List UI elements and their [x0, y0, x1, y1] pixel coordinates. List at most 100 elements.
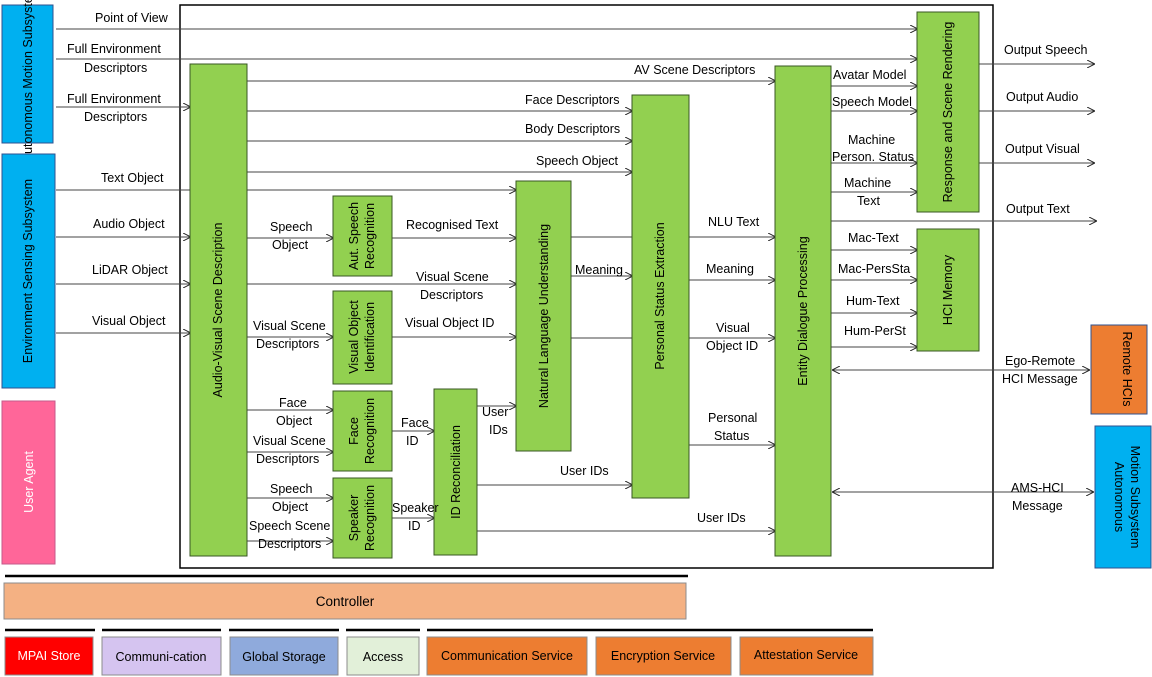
module-edp-label: Entity Dialogue Processing: [796, 236, 810, 385]
access-block[interactable]: Access: [346, 636, 420, 676]
module-speaker-rec[interactable]: Speaker Recognition: [332, 477, 393, 559]
module-id-rec[interactable]: ID Reconciliation: [433, 388, 478, 556]
label-user-ids-nlu-a: User: [482, 405, 508, 419]
label-visual-scene-desc2-b: Descriptors: [256, 337, 319, 351]
input-full-env-1b: Descriptors: [84, 61, 147, 75]
module-id-rec-label: ID Reconciliation: [449, 425, 463, 519]
global-storage-label: Global Storage: [242, 650, 325, 664]
label-machine-text-b: Text: [857, 194, 880, 208]
module-avsd[interactable]: Audio-Visual Scene Description: [189, 63, 248, 557]
module-hci-memory-label: HCI Memory: [941, 254, 955, 325]
input-full-env-2a: Full Environment: [67, 92, 161, 106]
input-full-env-1a: Full Environment: [67, 42, 161, 56]
label-machine-ps-b: Person. Status: [832, 150, 914, 164]
encryption-service-block[interactable]: Encryption Service: [595, 636, 732, 676]
module-edp[interactable]: Entity Dialogue Processing: [774, 65, 832, 557]
label-speech-object-asr-a: Speech: [270, 220, 312, 234]
label-ego-remote-b: HCI Message: [1002, 372, 1078, 386]
label-output-speech: Output Speech: [1004, 43, 1087, 57]
label-machine-text-a: Machine: [844, 176, 891, 190]
encryption-service-label: Encryption Service: [611, 649, 715, 663]
module-rsr[interactable]: Response and Scene Rendering: [916, 11, 980, 213]
communication-label: Communi-cation: [115, 650, 206, 664]
user-agent-block[interactable]: User Agent: [1, 400, 56, 565]
module-pse[interactable]: Personal Status Extraction: [631, 94, 690, 499]
remote-hcis-block[interactable]: Remote HCIs: [1090, 324, 1148, 415]
label-face-object-b: Object: [276, 414, 313, 428]
module-asr-label-1: Aut. Speech: [347, 202, 361, 270]
module-voi-label-1: Visual Object: [347, 300, 361, 374]
module-asr-label-2: Recognition: [363, 203, 377, 269]
module-face-rec-label-1: Face: [347, 417, 361, 445]
controller-label: Controller: [316, 594, 375, 609]
label-hum-text: Hum-Text: [846, 294, 900, 308]
ams-left-label: Autonomous Motion Subsystem: [21, 0, 35, 162]
label-output-audio: Output Audio: [1006, 90, 1078, 104]
global-storage-block[interactable]: Global Storage: [229, 636, 339, 676]
communication-block[interactable]: Communi-cation: [101, 636, 222, 676]
access-label: Access: [363, 650, 403, 664]
label-recognised-text: Recognised Text: [406, 218, 499, 232]
label-visual-scene-desc3-b: Descriptors: [256, 452, 319, 466]
label-personal-status-a: Personal: [708, 411, 757, 425]
input-text-object: Text Object: [101, 171, 164, 185]
label-speech-scene-desc-a: Speech Scene: [249, 519, 330, 533]
label-face-object-a: Face: [279, 396, 307, 410]
module-nlu-label: Natural Language Understanding: [537, 224, 551, 408]
label-face-id-a: Face: [401, 416, 429, 430]
mpai-store-label: MPAI Store: [18, 649, 81, 663]
communication-service-block[interactable]: Communication Service: [426, 636, 588, 676]
module-asr[interactable]: Aut. Speech Recognition: [332, 195, 393, 277]
mpai-store-block[interactable]: MPAI Store: [4, 636, 94, 676]
controller-block[interactable]: Controller: [3, 582, 687, 620]
module-face-rec-label-2: Recognition: [363, 398, 377, 464]
label-visual-scene-desc2-a: Visual Scene: [253, 319, 326, 333]
module-voi[interactable]: Visual Object Identification: [332, 290, 393, 385]
label-speaker-id-b: ID: [408, 519, 421, 533]
label-speaker-id-a: Speaker: [392, 501, 439, 515]
module-rsr-label: Response and Scene Rendering: [941, 22, 955, 203]
connectors: [56, 29, 1096, 541]
input-point-of-view: Point of View: [95, 11, 169, 25]
label-face-id-b: ID: [406, 434, 419, 448]
ess-block[interactable]: Environment Sensing Subsystem: [1, 153, 56, 389]
label-user-ids-nlu-b: IDs: [489, 423, 508, 437]
label-visual-scene-desc-a: Visual Scene: [416, 270, 489, 284]
module-face-rec[interactable]: Face Recognition: [332, 390, 393, 472]
module-nlu[interactable]: Natural Language Understanding: [515, 180, 572, 452]
label-visual-scene-desc3-a: Visual Scene: [253, 434, 326, 448]
label-meaning2: Meaning: [706, 262, 754, 276]
label-speech-object2-b: Object: [272, 500, 309, 514]
ams-left-block[interactable]: Autonomous Motion Subsystem: [1, 0, 54, 162]
label-speech-object-asr-b: Object: [272, 238, 309, 252]
label-visual-object-id: Visual Object ID: [405, 316, 494, 330]
label-hum-perst: Hum-PerSt: [844, 324, 906, 338]
ams-right-label-1: Autonomous: [1112, 462, 1126, 532]
attestation-service-block[interactable]: Attestation Service: [739, 636, 874, 676]
label-output-visual: Output Visual: [1005, 142, 1080, 156]
remote-hcis-label: Remote HCIs: [1120, 331, 1134, 406]
label-nlu-text: NLU Text: [708, 215, 760, 229]
label-speech-object2-a: Speech: [270, 482, 312, 496]
module-hci-memory[interactable]: HCI Memory: [916, 228, 980, 352]
label-av-scene-descriptors: AV Scene Descriptors: [634, 63, 755, 77]
module-speaker-rec-label-2: Recognition: [363, 485, 377, 551]
label-speech-model: Speech Model: [832, 95, 912, 109]
label-visual-object-id2-b: Object ID: [706, 339, 758, 353]
label-personal-status-b: Status: [714, 429, 749, 443]
label-output-text: Output Text: [1006, 202, 1070, 216]
input-visual-object: Visual Object: [92, 314, 166, 328]
attestation-service-label: Attestation Service: [754, 648, 858, 662]
communication-service-label: Communication Service: [441, 649, 573, 663]
label-ams-hci-b: Message: [1012, 499, 1063, 513]
label-machine-ps-a: Machine: [848, 133, 895, 147]
label-mac-text: Mac-Text: [848, 231, 899, 245]
ams-right-label-2: Motion Subsystem: [1128, 446, 1142, 549]
label-speech-object: Speech Object: [536, 154, 619, 168]
label-face-descriptors: Face Descriptors: [525, 93, 619, 107]
ams-right-block[interactable]: Autonomous Motion Subsystem: [1094, 425, 1152, 569]
user-agent-label: User Agent: [22, 451, 36, 513]
label-visual-scene-desc-b: Descriptors: [420, 288, 483, 302]
label-ego-remote-a: Ego-Remote: [1005, 354, 1075, 368]
